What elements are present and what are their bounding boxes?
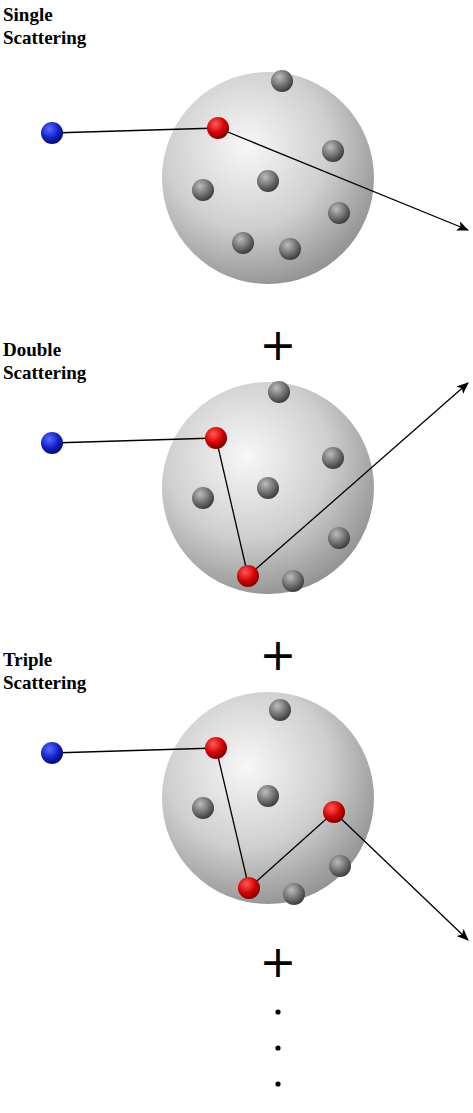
plus-sign: + xyxy=(248,633,308,677)
panel-heading: Double Scattering xyxy=(3,338,86,384)
nucleon xyxy=(192,797,214,819)
nucleons xyxy=(192,70,350,260)
panel-heading: Single Scattering xyxy=(3,3,86,49)
nucleon xyxy=(232,232,254,254)
plus-sign: + xyxy=(248,323,308,367)
nucleon xyxy=(282,570,304,592)
nucleon xyxy=(322,447,344,469)
nucleus-sphere xyxy=(162,692,374,904)
nucleons xyxy=(192,699,351,905)
dot xyxy=(275,1081,280,1086)
continuation-dots xyxy=(275,1009,280,1086)
panel-heading: Triple Scattering xyxy=(3,648,86,694)
internal-path xyxy=(216,748,249,888)
incoming-path xyxy=(52,128,218,133)
scattering-nucleon xyxy=(205,427,227,449)
nucleons xyxy=(192,381,350,592)
nucleon xyxy=(279,238,301,260)
scattering-nucleon xyxy=(323,801,345,823)
dot xyxy=(275,1009,280,1014)
internal-path xyxy=(216,438,248,576)
incoming-path xyxy=(52,438,216,443)
nucleon xyxy=(257,785,279,807)
incoming-path xyxy=(52,748,216,753)
nucleon xyxy=(257,170,279,192)
projectile xyxy=(41,742,63,764)
nucleon xyxy=(283,883,305,905)
outgoing-arrow xyxy=(248,383,468,576)
outgoing-arrow xyxy=(218,128,468,230)
scattering-nucleon xyxy=(237,565,259,587)
nucleon xyxy=(192,487,214,509)
dot xyxy=(275,1045,280,1050)
nucleon xyxy=(192,179,214,201)
plus-sign: + xyxy=(248,940,308,984)
nucleus-sphere xyxy=(162,382,374,594)
nucleon xyxy=(257,477,279,499)
nucleon xyxy=(322,140,344,162)
projectile xyxy=(41,432,63,454)
nucleon xyxy=(269,699,291,721)
double-scattering-panel xyxy=(41,381,468,594)
scattering-nucleon xyxy=(238,877,260,899)
nucleon xyxy=(328,202,350,224)
nucleon xyxy=(271,70,293,92)
nucleon xyxy=(329,855,351,877)
internal-path xyxy=(249,812,334,888)
outgoing-arrow xyxy=(334,812,468,940)
scattering-nucleon xyxy=(205,737,227,759)
projectile xyxy=(41,122,63,144)
nucleon xyxy=(268,381,290,403)
triple-scattering-panel xyxy=(41,692,468,940)
scattering-nucleon xyxy=(207,117,229,139)
single-scattering-panel xyxy=(41,70,468,284)
nucleon xyxy=(328,527,350,549)
